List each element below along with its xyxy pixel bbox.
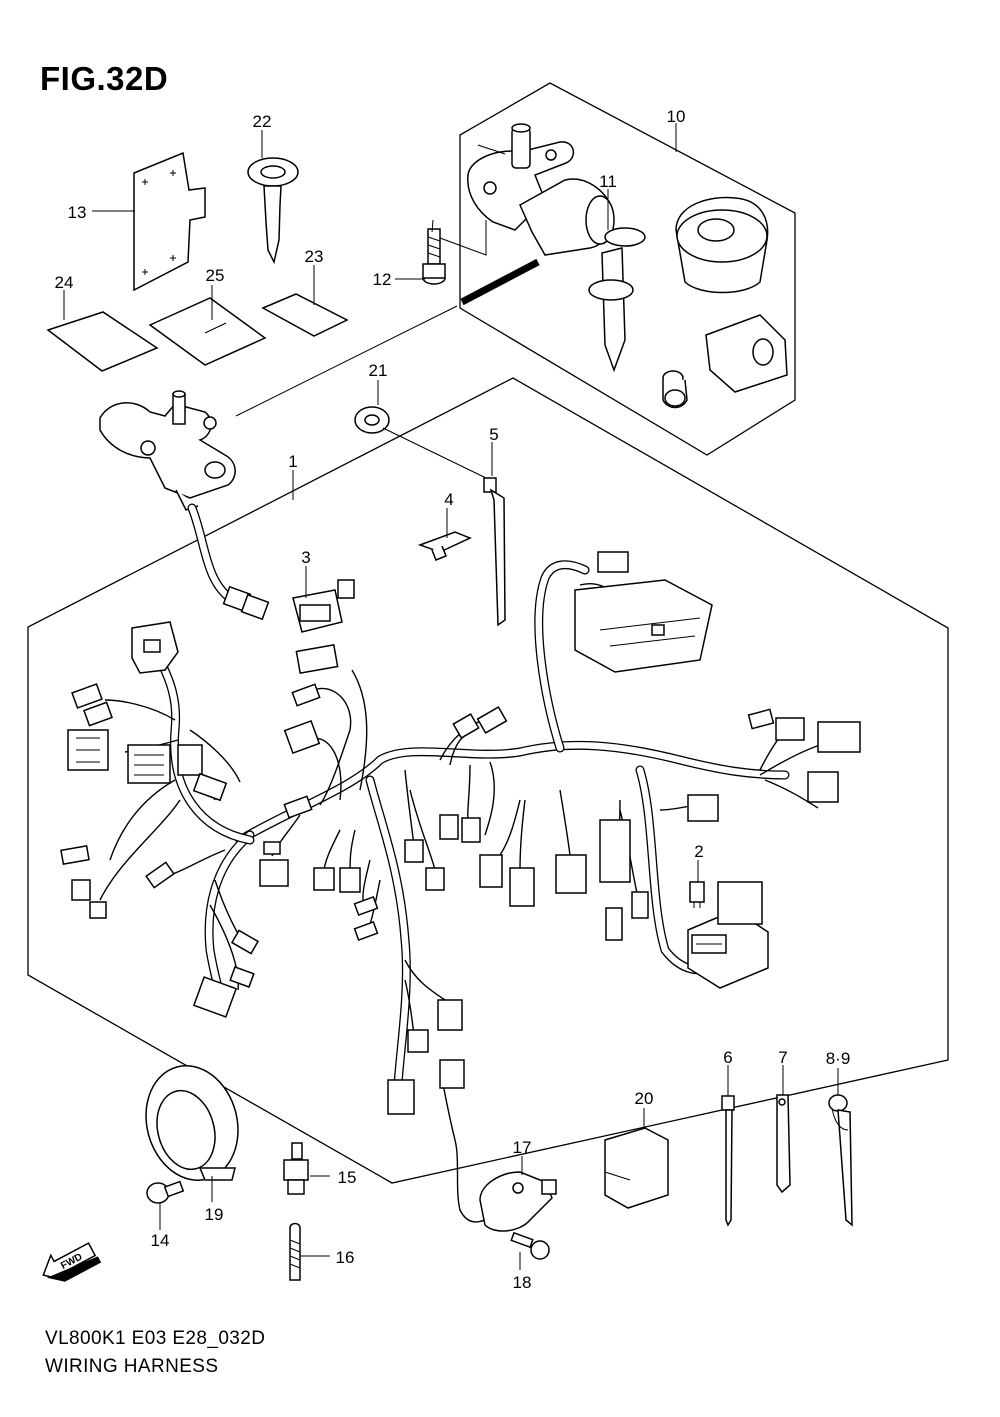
fwd-arrow-icon: FWD: [42, 1242, 102, 1282]
link-line-bold: [460, 258, 540, 306]
connector-boot-3: [292, 579, 355, 633]
band-clamp-7: [776, 1094, 791, 1194]
sensor-16: [479, 1171, 557, 1232]
washer-22: [354, 406, 390, 434]
link-line-thin: [235, 305, 458, 417]
pin-15: [289, 1222, 301, 1281]
callout-7: 7: [778, 1048, 787, 1067]
figure-title: FIG.32D: [40, 60, 169, 97]
clamp-8-9: [828, 1094, 853, 1227]
callout-3: 3: [301, 548, 310, 567]
switch-14: [283, 1142, 309, 1195]
seat-lock-assembly: [467, 123, 646, 373]
fuse-2: [689, 881, 705, 908]
cable-tie-6: [721, 1095, 735, 1227]
bolt-17: [510, 1231, 550, 1260]
callout-22: 21: [369, 361, 388, 380]
callout-14: 15: [338, 1168, 357, 1187]
harness-assembly-outline: [27, 377, 949, 1184]
callout-25: 25: [206, 266, 225, 285]
ignition-key: [247, 157, 299, 265]
bolt-19: [146, 1180, 185, 1204]
callout-10: 10: [667, 107, 686, 126]
bracket-plate: [133, 151, 206, 292]
callout-21: 22: [253, 112, 272, 131]
callout-15: 16: [336, 1248, 355, 1267]
clip-4: [417, 531, 472, 561]
callout-11: 11: [599, 172, 617, 191]
lock-set-outline: [459, 82, 796, 456]
lock-cap: [675, 196, 769, 294]
callout-6: 6: [723, 1048, 732, 1067]
callout-1: 1: [288, 452, 297, 471]
bracket-holes: [142, 170, 176, 275]
callout-8-9: 8·9: [826, 1049, 851, 1068]
leader-lines: [63, 123, 839, 1270]
screw-12: [422, 228, 446, 285]
ignition-switch: [99, 390, 236, 511]
harness-connectors: [60, 551, 861, 1115]
callout-13: 13: [68, 203, 87, 222]
ign-switch-connector: [222, 585, 270, 621]
model-code: VL800K1 E03 E28_032D: [45, 1328, 266, 1349]
label-23: [46, 311, 159, 372]
label-24: [261, 293, 349, 337]
small-lock: [662, 314, 788, 409]
callout-17: 18: [513, 1273, 532, 1292]
callout-16: 17: [513, 1138, 532, 1157]
horn-18: [145, 1065, 239, 1181]
callout-19: 14: [151, 1231, 170, 1250]
callout-20: 20: [635, 1089, 654, 1108]
cable-tie-5: [483, 477, 506, 627]
callout-labels: 10 11 12 13 22 24 25 23 21 5 4 1 3 2 6 7…: [55, 107, 851, 1292]
callout-12: 12: [373, 270, 392, 289]
relay-20: [604, 1127, 669, 1209]
callout-23: 24: [55, 273, 74, 292]
callout-24: 23: [305, 247, 324, 266]
callout-2: 2: [694, 842, 703, 861]
diagram-title: WIRING HARNESS: [45, 1356, 219, 1377]
callout-18: 19: [205, 1205, 224, 1224]
callout-5: 5: [489, 425, 498, 444]
callout-4: 4: [444, 490, 453, 509]
